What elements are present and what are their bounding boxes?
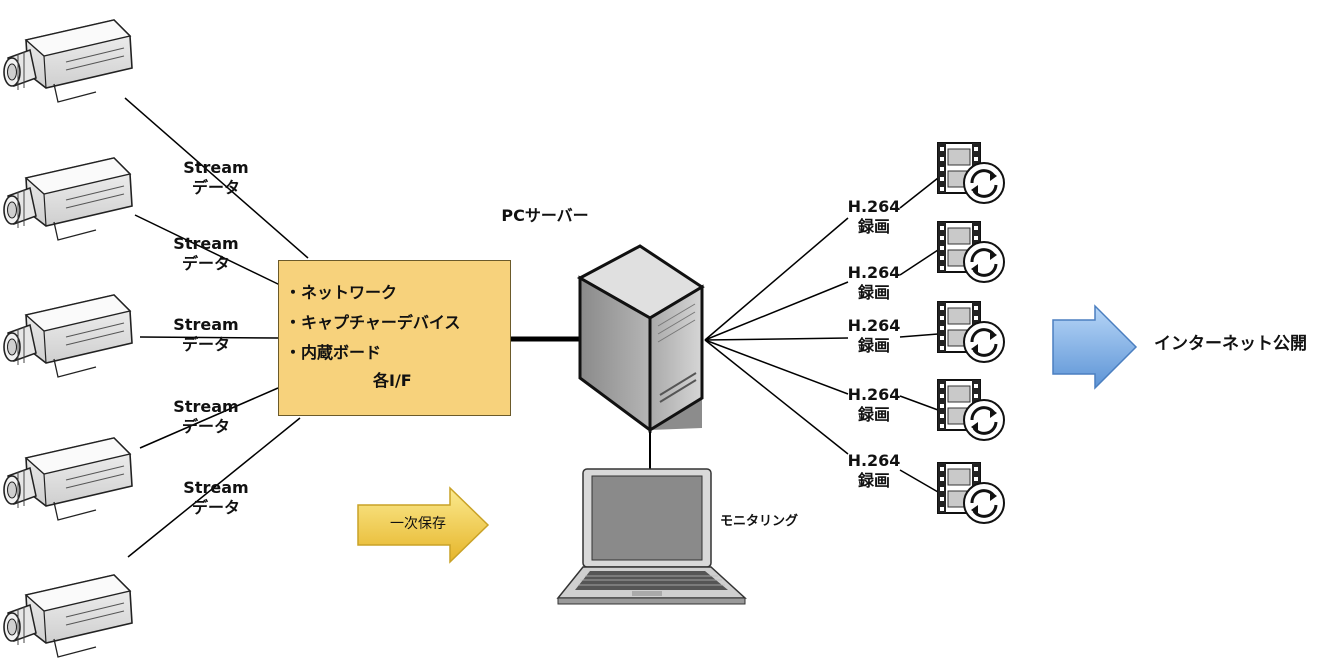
monitor-label: モニタリング <box>720 514 799 529</box>
storage-arrow-label: 一次保存 <box>390 516 446 532</box>
camera-link-line <box>127 417 301 558</box>
film-refresh-icon <box>936 220 1006 284</box>
laptop-icon <box>556 468 747 605</box>
camera-icon <box>3 437 133 521</box>
capture-footer: 各I/F <box>373 371 412 390</box>
capture-item: ・内蔵ボード <box>285 343 382 362</box>
camera-icon <box>3 574 133 658</box>
server-label: PCサーバー <box>501 206 589 225</box>
film-refresh-icon <box>936 300 1006 364</box>
recording-link-line <box>899 469 939 493</box>
camera-icon <box>3 294 133 378</box>
recording-link-line <box>899 249 939 276</box>
internet-label: インターネット公開 <box>1154 334 1307 354</box>
recording-link-line <box>899 333 939 338</box>
recording-link-line <box>899 395 939 411</box>
recording-link-line <box>704 281 849 341</box>
camera-link-line <box>124 97 309 259</box>
internet-arrow-icon <box>1052 304 1138 390</box>
recording-link-line <box>704 339 849 395</box>
storage-arrow-icon <box>357 486 490 564</box>
camera-link-line <box>134 214 281 286</box>
recording-link-line <box>704 339 849 455</box>
camera-link-line <box>139 387 279 449</box>
film-refresh-icon <box>936 378 1006 442</box>
recording-link-line <box>899 177 939 209</box>
camera-link-line <box>139 336 279 339</box>
server-icon <box>576 244 705 433</box>
camera-icon <box>3 157 133 241</box>
camera-icon <box>3 19 133 103</box>
recording-link-line <box>704 217 849 341</box>
recording-link-line <box>704 337 849 341</box>
film-refresh-icon <box>936 141 1006 205</box>
film-refresh-icon <box>936 461 1006 525</box>
capture-interface-box: ・ネットワーク ・キャプチャーデバイス ・内蔵ボード 各I/F <box>278 260 511 416</box>
capture-item: ・ネットワーク <box>285 283 398 302</box>
capture-item: ・キャプチャーデバイス <box>285 313 461 332</box>
